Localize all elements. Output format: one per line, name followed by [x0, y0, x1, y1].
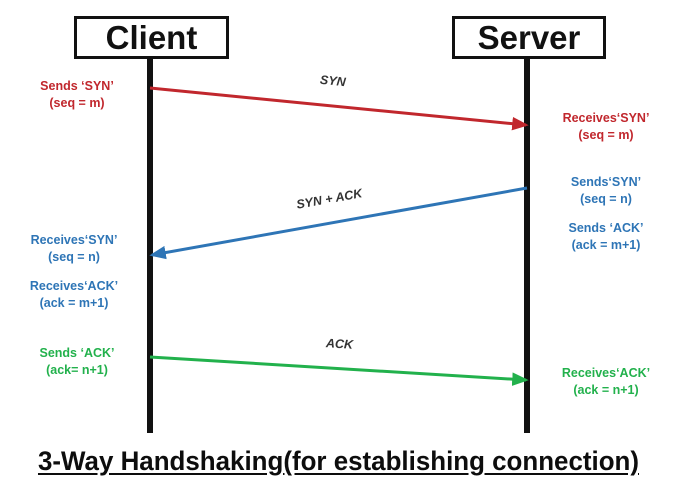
annotation-line-2: (seq = m): [49, 95, 105, 110]
server-node-label: Server: [477, 19, 581, 56]
annotation-line-1: Receives‘SYN’: [562, 111, 650, 125]
annotation-line-2: (ack = n+1): [573, 382, 639, 397]
client-node-box: Client: [74, 16, 229, 59]
annotation-line-2: (ack = m+1): [571, 237, 641, 252]
annotation-server-sends-ack: Sends ‘ACK’ (ack = m+1): [540, 220, 672, 253]
annotation-line-2: (seq = n): [48, 249, 100, 264]
annotation-line-1: Receives‘SYN’: [30, 233, 118, 247]
annotation-line-1: Sends‘SYN’: [570, 175, 642, 189]
annotation-client-sends-ack: Sends ‘ACK’ (ack= n+1): [14, 345, 140, 378]
annotation-line-2: (ack = m+1): [39, 295, 109, 310]
syn-arrow: [149, 86, 529, 131]
annotation-line-1: Sends ‘ACK’: [39, 346, 115, 360]
client-node-label: Client: [105, 19, 198, 56]
annotation-line-2: (ack= n+1): [46, 362, 108, 377]
annotation-server-sends-syn: Sends‘SYN’ (seq = n): [543, 174, 669, 207]
annotation-line-1: Receives‘ACK’: [561, 366, 651, 380]
annotation-line-2: (seq = m): [578, 127, 634, 142]
annotation-client-sends-syn: Sends ‘SYN’ (seq = m): [14, 78, 140, 111]
syn-ack-arrow: [149, 186, 528, 260]
ack-arrow: [149, 355, 529, 386]
annotation-line-1: Sends ‘SYN’: [40, 79, 114, 93]
diagram-caption: 3-Way Handshaking(for establishing conne…: [37, 446, 640, 476]
annotation-line-1: Sends ‘ACK’: [568, 221, 644, 235]
annotation-client-receives-ack: Receives‘ACK’ (ack = m+1): [8, 278, 140, 311]
annotation-line-2: (seq = n): [580, 191, 632, 206]
annotation-line-1: Receives‘ACK’: [29, 279, 119, 293]
annotation-server-receives-syn: Receives‘SYN’ (seq = m): [543, 110, 669, 143]
server-lifeline: [524, 57, 530, 433]
annotation-server-receives-ack: Receives‘ACK’ (ack = n+1): [541, 365, 671, 398]
client-lifeline: [147, 57, 153, 433]
syn-message-label: SYN: [319, 72, 347, 90]
annotation-client-receives-syn: Receives‘SYN’ (seq = n): [8, 232, 140, 265]
ack-message-label: ACK: [325, 336, 354, 352]
